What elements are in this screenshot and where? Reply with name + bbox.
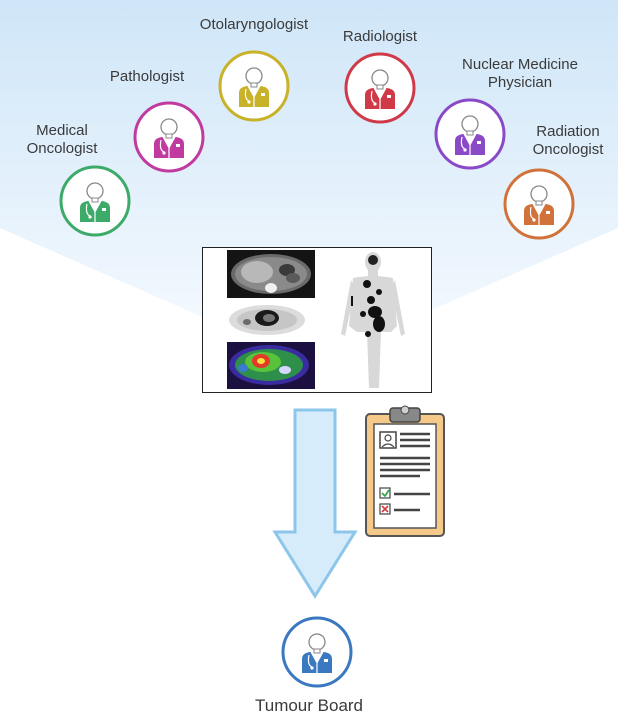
radiation-oncologist-label: Radiation Oncologist [518, 123, 618, 159]
tumour-board-label: Tumour Board [254, 696, 364, 715]
doctor-icon [59, 165, 131, 237]
doctor-icon [281, 616, 353, 688]
doctor-icon [434, 98, 506, 170]
label-line: Radiation [536, 123, 600, 140]
pathologist-icon [132, 100, 206, 174]
label-line: Nuclear Medicine [462, 56, 578, 73]
nuclear-medicine-physician-icon [433, 97, 507, 171]
pathologist-label: Pathologist [92, 68, 202, 86]
clipboard-report-icon [365, 405, 445, 537]
ct-slice-image [227, 250, 315, 298]
label-line: Otolaryngologist [199, 16, 309, 33]
doctor-icon [344, 52, 416, 124]
label-line: Radiologist [342, 28, 418, 45]
doctor-icon [133, 101, 205, 173]
fusion-slice-image [227, 342, 315, 389]
medical-oncologist-icon [58, 164, 132, 238]
doctor-icon [218, 50, 290, 122]
tumour-board-icon [280, 615, 354, 689]
otolaryngologist-icon [217, 49, 291, 123]
radiation-oncologist-icon [502, 167, 576, 241]
otolaryngologist-label: Otolaryngologist [172, 16, 336, 34]
down-arrow-icon [272, 408, 358, 599]
nuclear-medicine-physician-label: Nuclear Medicine Physician [440, 56, 600, 92]
medical-oncologist-label: Medical Oncologist [12, 122, 112, 158]
pet-slice-image [227, 300, 315, 340]
label-line: Oncologist [532, 141, 604, 158]
whole-body-pet-image [341, 252, 405, 388]
radiologist-icon [343, 51, 417, 125]
doctor-icon [503, 168, 575, 240]
label-line: Oncologist [26, 140, 98, 157]
label-line: Physician [487, 74, 553, 91]
label-line: Pathologist [109, 68, 185, 85]
radiologist-label: Radiologist [325, 28, 435, 46]
label-line: Medical [36, 122, 88, 139]
pet-ct-images [202, 247, 432, 393]
pet-hotspots [351, 255, 385, 337]
